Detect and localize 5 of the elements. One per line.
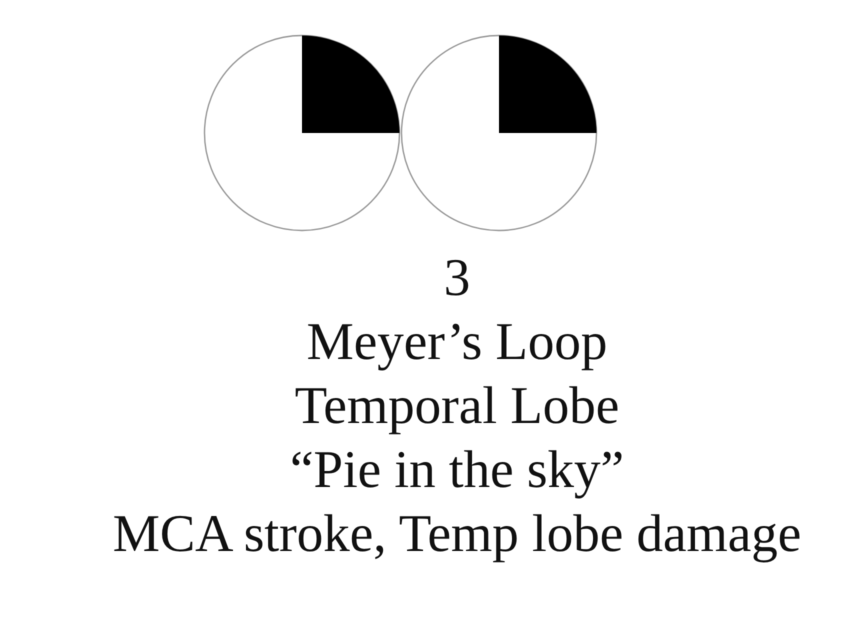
pathway-label: Meyer’s Loop bbox=[306, 312, 608, 373]
lobe-label: Temporal Lobe bbox=[294, 376, 620, 437]
item-number: 3 bbox=[444, 248, 470, 309]
defect-description: “Pie in the sky” bbox=[290, 440, 624, 501]
cause-label: MCA stroke, Temp lobe damage bbox=[112, 504, 802, 565]
